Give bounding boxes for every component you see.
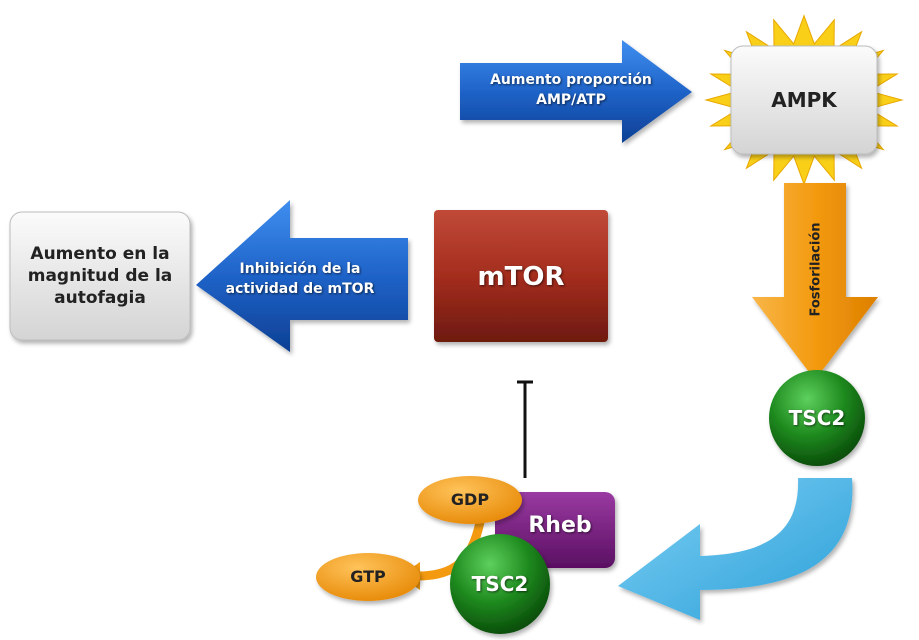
return-curved-arrow bbox=[618, 478, 853, 620]
autophagy-box bbox=[9, 211, 191, 341]
tsc2-bottom-label: TSC2 bbox=[471, 572, 529, 596]
mtor-box bbox=[434, 210, 608, 342]
ratio-arrow-line2: AMP/ATP bbox=[536, 92, 606, 108]
gtp-oval bbox=[316, 553, 420, 601]
mtor-label: mTOR bbox=[477, 262, 565, 292]
inhibition-arrow-label: Inhibición de la actividad de mTOR bbox=[205, 259, 395, 299]
autophagy-label: Aumento en la magnitud de la autofagia bbox=[10, 243, 190, 309]
phosphorylation-label: Fosforilación bbox=[808, 222, 824, 317]
inhibition-arrow-line1: Inhibición de la bbox=[239, 261, 361, 277]
ampk-label: AMPK bbox=[771, 88, 837, 112]
tsc2-top-circle bbox=[769, 370, 865, 466]
tsc2-top-label: TSC2 bbox=[788, 406, 846, 430]
gtp-label: GTP bbox=[350, 567, 386, 586]
phosphorylation-arrow bbox=[752, 183, 878, 380]
tsc2-bottom-circle bbox=[450, 534, 550, 634]
gdp-oval bbox=[418, 476, 522, 524]
ratio-arrow-label: Aumento proporción AMP/ATP bbox=[466, 70, 676, 110]
ratio-arrow-line1: Aumento proporción bbox=[490, 72, 652, 88]
ratio-arrow bbox=[460, 40, 692, 143]
autophagy-line2: magnitud de la bbox=[27, 266, 173, 286]
ampk-box bbox=[730, 45, 878, 155]
rheb-label: Rheb bbox=[528, 513, 592, 538]
inhibition-arrow bbox=[196, 200, 408, 352]
autophagy-line1: Aumento en la bbox=[30, 244, 170, 264]
inhibition-arrow-line2: actividad de mTOR bbox=[225, 281, 375, 297]
gdp-label: GDP bbox=[450, 490, 490, 509]
autophagy-line3: autofagia bbox=[54, 288, 146, 308]
